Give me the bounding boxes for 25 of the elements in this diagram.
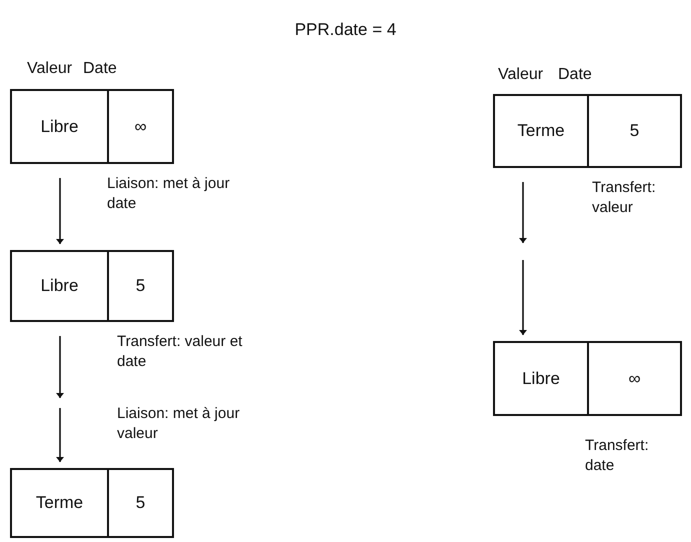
cell-value: ∞ xyxy=(134,116,147,136)
arrow xyxy=(520,260,526,335)
arrow xyxy=(520,182,526,243)
cell-value: ∞ xyxy=(628,368,641,388)
state-record-box xyxy=(10,89,174,164)
column-header: Date xyxy=(558,66,592,84)
cell-value: 5 xyxy=(136,276,146,296)
column-header: Valeur xyxy=(27,60,72,78)
arrow xyxy=(58,178,62,244)
cell-value: 5 xyxy=(630,121,640,141)
cell-value: Terme xyxy=(517,121,565,141)
cell-value: 5 xyxy=(136,493,146,513)
arrow xyxy=(58,408,62,462)
title: PPR.date = 4 xyxy=(294,20,398,40)
cell-value: Libre xyxy=(40,116,78,136)
state-record-box xyxy=(493,341,682,416)
cell-value: Libre xyxy=(40,276,78,296)
state-record-box xyxy=(10,250,174,322)
state-record-box xyxy=(493,94,682,168)
cell-value: Terme xyxy=(36,493,84,513)
state-record-box xyxy=(10,468,174,538)
cell-value: Libre xyxy=(522,368,560,388)
column-header: Date xyxy=(83,60,117,78)
arrow xyxy=(58,336,62,398)
column-header: Valeur xyxy=(498,66,544,84)
